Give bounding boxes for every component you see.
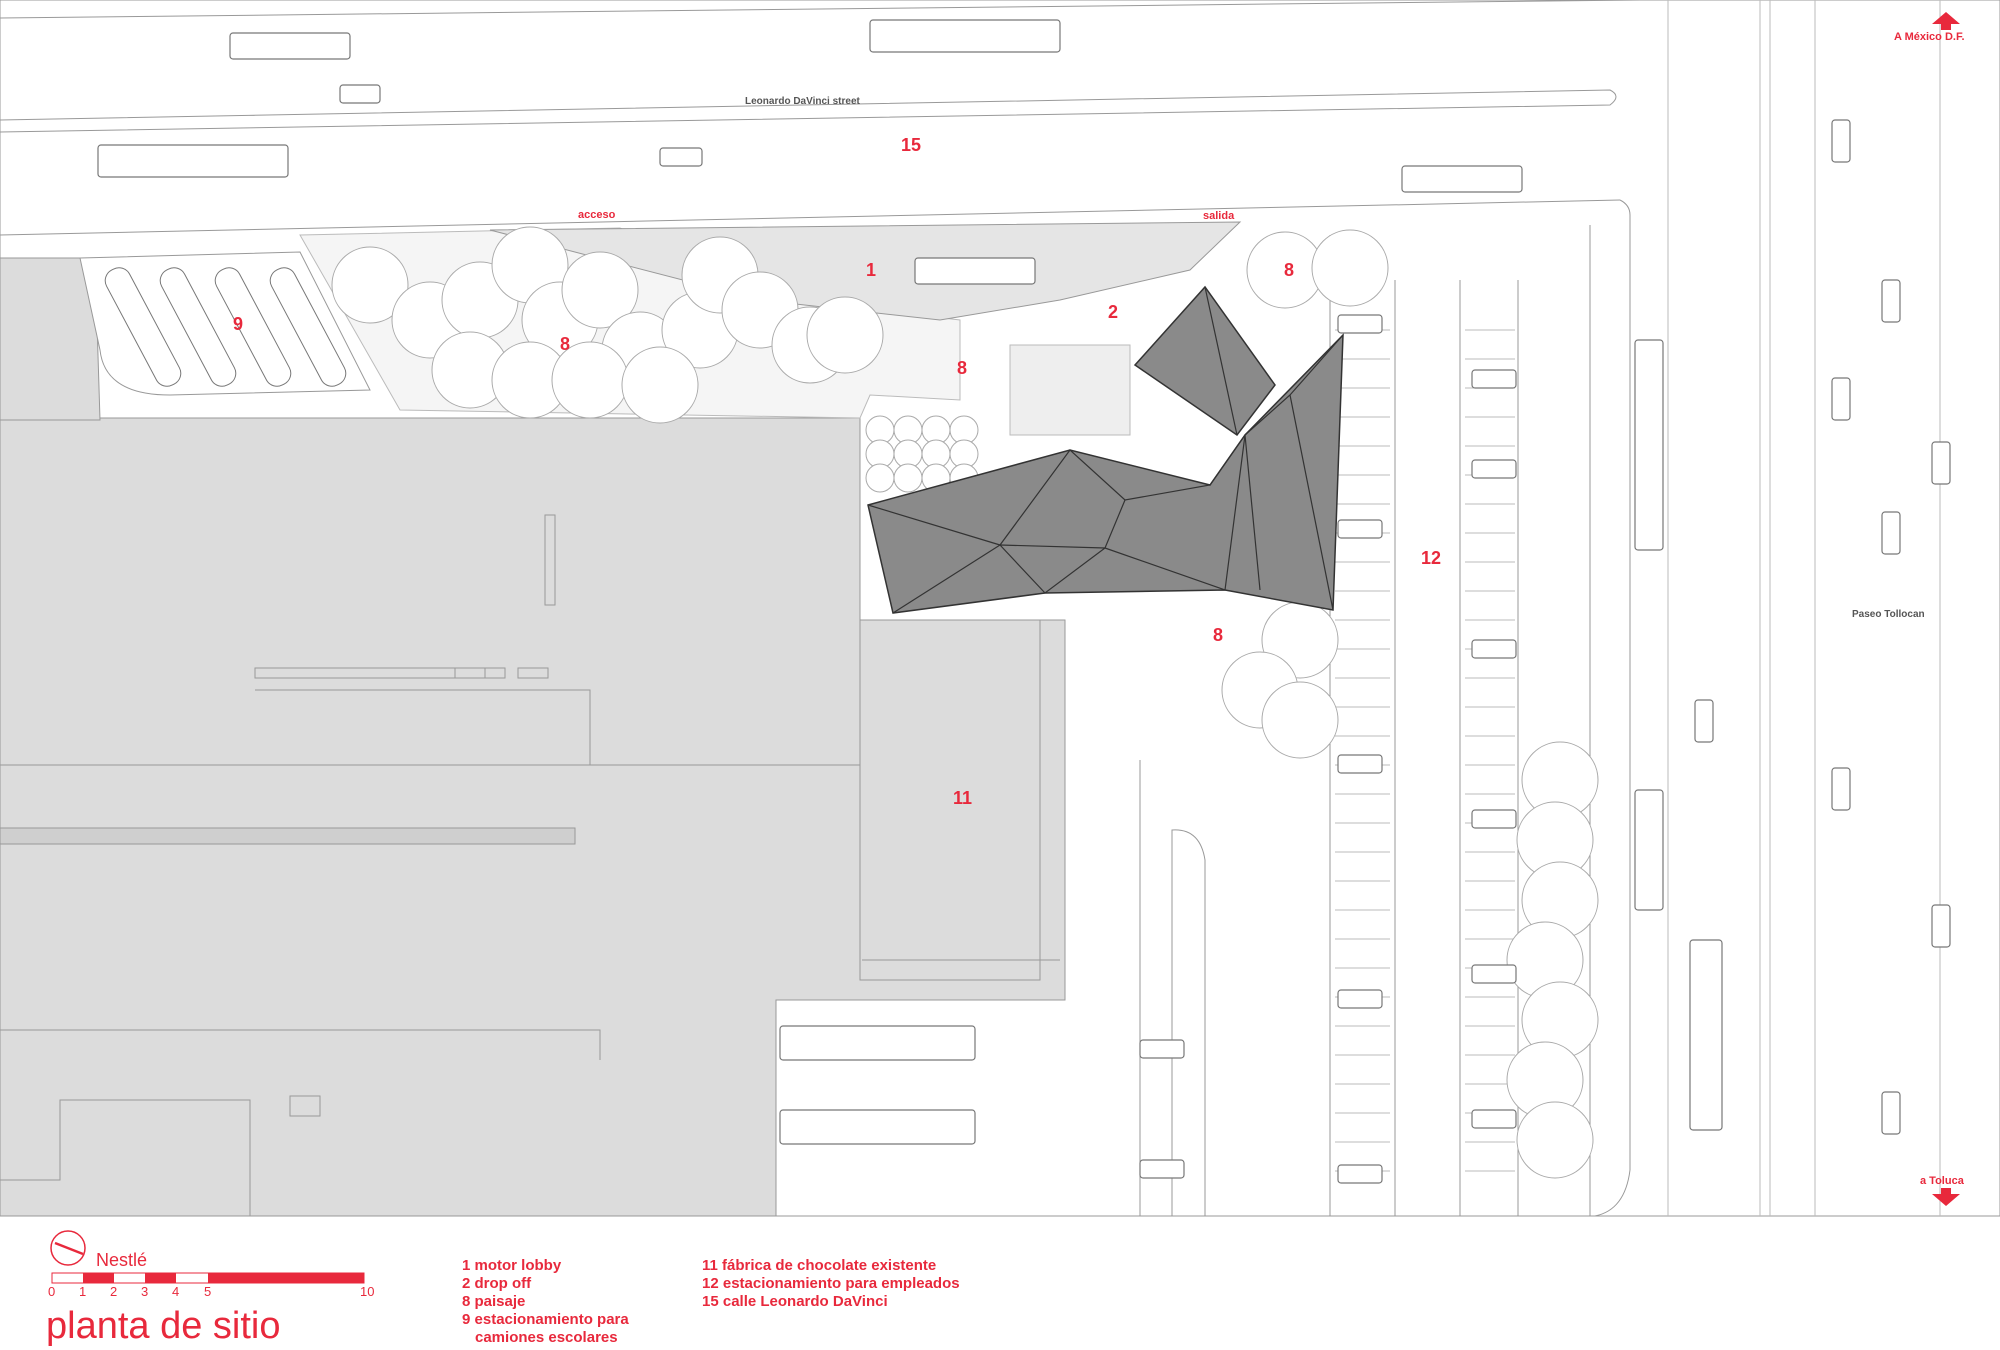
scale-tick-label: 0 — [48, 1284, 55, 1299]
vehicle-icon — [1139, 1039, 1185, 1059]
title-block: Nestlé 0 1 2 3 4 5 10 planta de sitio 1 motor … — [46, 1230, 960, 1347]
tree-icon — [806, 296, 884, 374]
legend-item: camiones escolares — [475, 1329, 618, 1346]
tree-icon — [621, 346, 699, 424]
building-roof — [867, 285, 1344, 614]
vehicle-icon — [1931, 904, 1951, 948]
street-name: Leonardo DaVinci street — [745, 96, 861, 107]
tree-icon — [893, 463, 923, 493]
bus-stall — [269, 267, 347, 387]
scale-tick-label: 10 — [360, 1284, 374, 1299]
arrow-up-icon — [1932, 12, 1960, 30]
to-mexico-marker: A México D.F. — [1894, 12, 1965, 43]
vehicle-icon — [869, 19, 1061, 53]
to-toluca-marker: a Toluca — [1920, 1175, 1965, 1206]
vehicle-icon — [1689, 939, 1723, 1131]
vehicle-icon — [1337, 314, 1383, 334]
tree-icon — [1261, 681, 1339, 759]
legend-item: 9 estacionamiento para — [462, 1311, 629, 1328]
trees — [331, 226, 1599, 1179]
tree-icon — [865, 463, 895, 493]
vehicle-icon — [1471, 369, 1517, 389]
page-title: planta de sitio — [46, 1305, 281, 1347]
legend-item: 12 estacionamiento para empleados — [702, 1275, 960, 1292]
arrow-down-icon — [1932, 1188, 1960, 1206]
vehicle-icon — [1881, 279, 1901, 323]
vehicle-icon — [659, 147, 703, 167]
legend-item: 11 fábrica de chocolate existente — [702, 1257, 936, 1274]
vehicle-icon — [1634, 789, 1664, 911]
bus-stall — [159, 267, 237, 387]
client-name: Nestlé — [96, 1250, 147, 1270]
paving-grid — [1009, 344, 1131, 436]
school-bus-parking — [79, 251, 371, 396]
tree-icon — [1311, 229, 1389, 307]
vehicle-icon — [1831, 377, 1851, 421]
zone-12: 12 — [1421, 548, 1441, 568]
scale-tick-label: 4 — [172, 1284, 179, 1299]
zone-9: 9 — [233, 314, 243, 334]
scale-tick-label: 5 — [204, 1284, 211, 1299]
vehicle-icon — [1139, 1159, 1185, 1179]
zone-8: 8 — [1213, 625, 1223, 645]
exit-label: salida — [1203, 210, 1235, 222]
to-toluca-label: a Toluca — [1920, 1175, 1965, 1187]
north-arrow-icon — [50, 1230, 86, 1266]
bus-stall — [214, 267, 292, 387]
to-mexico-label: A México D.F. — [1894, 31, 1965, 43]
tree-icon — [561, 251, 639, 329]
zone-8: 8 — [560, 334, 570, 354]
zone-15: 15 — [901, 135, 921, 155]
vehicle-icon — [1831, 767, 1851, 811]
legend-column-2: 11 fábrica de chocolate existente 12 est… — [702, 1257, 960, 1310]
vehicle-icon — [1471, 964, 1517, 984]
vehicle-icon — [1337, 519, 1383, 539]
vehicle-icon — [229, 32, 351, 60]
vehicle-icon — [1471, 639, 1517, 659]
north-arrow-needle — [54, 1241, 84, 1256]
scale-tick-label: 1 — [79, 1284, 86, 1299]
existing-chocolate-factory — [0, 417, 1066, 1217]
scale-tick-label: 2 — [110, 1284, 117, 1299]
tree-icon — [1516, 1101, 1594, 1179]
vehicle-icon — [1471, 1109, 1517, 1129]
zone-8: 8 — [1284, 260, 1294, 280]
vehicle-icon — [779, 1025, 976, 1061]
vehicle-icon — [97, 144, 289, 178]
vehicle-icon — [1881, 1091, 1901, 1135]
zone-2: 2 — [1108, 302, 1118, 322]
factory-corner — [0, 257, 101, 421]
vehicle-icon — [1471, 459, 1517, 479]
vehicle-icon — [1694, 699, 1714, 743]
legend-column-1: 1 motor lobby 2 drop off 8 paisaje 9 est… — [462, 1257, 629, 1346]
legend-item: 15 calle Leonardo DaVinci — [702, 1293, 888, 1310]
legend-item: 1 motor lobby — [462, 1257, 562, 1274]
vehicle-icon — [1337, 1164, 1383, 1184]
legend-item: 8 paisaje — [462, 1293, 525, 1310]
vehicle-icon — [1634, 339, 1664, 551]
zone-8: 8 — [957, 358, 967, 378]
vehicle-icon — [1471, 809, 1517, 829]
legend-item: 2 drop off — [462, 1275, 532, 1292]
scale-tick-label: 3 — [141, 1284, 148, 1299]
vehicles — [97, 19, 1951, 1184]
vehicle-icon — [779, 1109, 976, 1145]
bus-stall — [104, 267, 182, 387]
zone-1: 1 — [866, 260, 876, 280]
zone-11: 11 — [953, 788, 972, 808]
vehicle-icon — [1337, 989, 1383, 1009]
tree-icon — [331, 246, 409, 324]
vehicle-icon — [339, 84, 381, 104]
vehicle-icon — [1401, 165, 1523, 193]
vehicle-icon — [914, 257, 1036, 285]
access-label: acceso — [578, 209, 616, 221]
vehicle-icon — [1881, 511, 1901, 555]
vehicle-icon — [1337, 754, 1383, 774]
highway-name: Paseo Tollocan — [1852, 609, 1925, 620]
factory-interior-lines — [0, 514, 1060, 1216]
vehicle-icon — [1931, 441, 1951, 485]
scale-bar: 0 1 2 3 4 5 10 — [48, 1272, 374, 1299]
vehicle-icon — [1831, 119, 1851, 163]
